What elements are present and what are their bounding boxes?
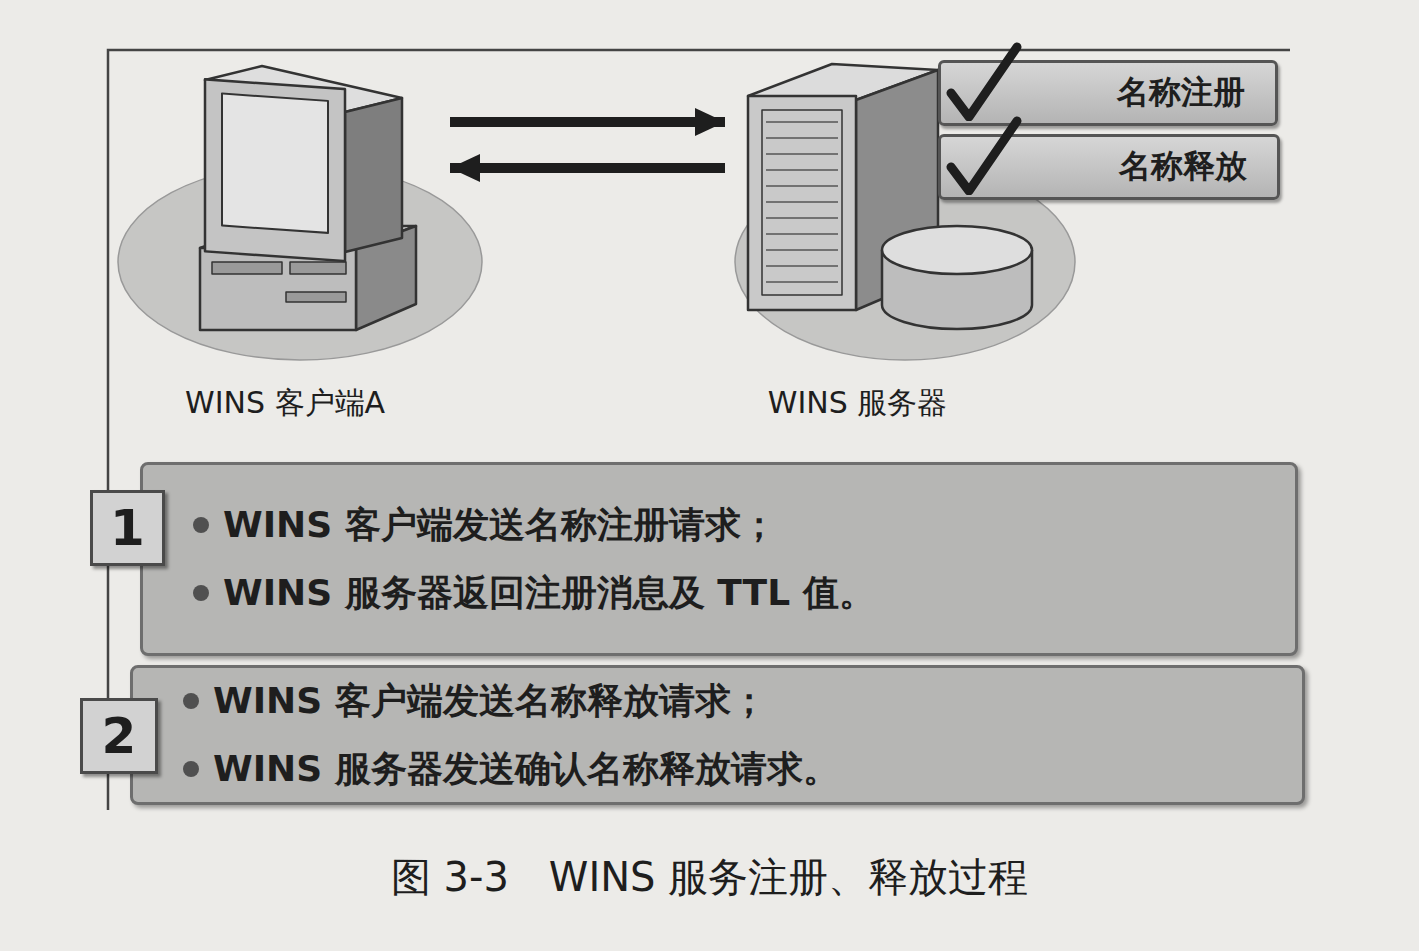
- node-label: WINS 服务器: [768, 383, 948, 430]
- server-slot: [766, 201, 838, 203]
- server-slot: [766, 121, 838, 123]
- server-slot: [766, 265, 838, 267]
- server-slot: [766, 233, 838, 235]
- server-slot: [766, 169, 838, 171]
- server-slot: [766, 185, 838, 187]
- step-number: 1: [90, 490, 165, 566]
- callout-number: 1: [110, 499, 145, 557]
- bullet: [183, 693, 199, 709]
- check-mark: [943, 41, 1023, 121]
- step-box: WINS 客户端发送名称注册请求；WINS 服务器返回注册消息及 TTL 值。: [140, 462, 1298, 656]
- bullet: [193, 585, 209, 601]
- step-number: 2: [80, 698, 158, 774]
- bullet: [193, 517, 209, 533]
- node-label: 名称释放: [1119, 145, 1247, 189]
- step-text: WINS 客户端发送名称释放请求；: [213, 667, 1272, 735]
- step-text: WINS 客户端发送名称注册请求；: [223, 491, 1265, 559]
- server-slot: [766, 137, 838, 139]
- callout-number: 2: [102, 707, 137, 765]
- step-text: WINS 服务器发送确认名称释放请求。: [213, 735, 1272, 803]
- server-slot: [766, 281, 838, 283]
- step-box: WINS 客户端发送名称释放请求；WINS 服务器发送确认名称释放请求。: [130, 665, 1305, 805]
- client-computer: [118, 66, 482, 360]
- node-label: WINS 客户端A: [185, 383, 385, 430]
- check-mark: [943, 115, 1023, 195]
- server-slot: [766, 217, 838, 219]
- message-arrow: [450, 117, 725, 127]
- client-node: WINS 客户端A: [120, 60, 450, 430]
- bullet: [183, 761, 199, 777]
- message-arrow: [450, 163, 725, 173]
- figure-caption: 图 3-3 WINS 服务注册、释放过程: [0, 850, 1419, 905]
- server-slot: [766, 153, 838, 155]
- node-label: 名称注册: [1117, 71, 1245, 115]
- server-slot: [766, 249, 838, 251]
- status-tag: 名称注册: [938, 60, 1278, 126]
- status-tag: 名称释放: [938, 134, 1280, 200]
- step-text: WINS 服务器返回注册消息及 TTL 值。: [223, 559, 1265, 627]
